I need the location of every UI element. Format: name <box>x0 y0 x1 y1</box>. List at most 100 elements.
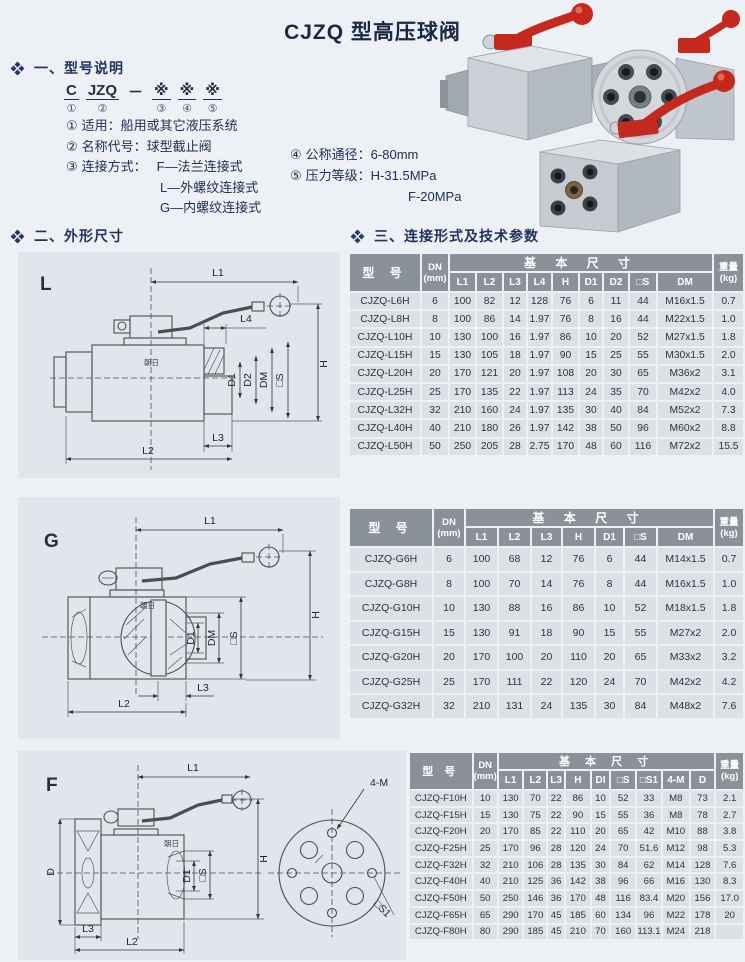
value-cell: M27x1.5 <box>658 329 712 346</box>
value-cell: 250 <box>498 891 523 906</box>
col-header-basic: 基 本 尺 寸 <box>498 753 715 769</box>
value-cell: 24 <box>504 402 526 419</box>
value-cell: 8 <box>596 572 623 595</box>
model-cell: CJZQ-F65H <box>410 907 472 923</box>
value-cell: 52 <box>625 597 656 620</box>
value-cell: 210 <box>450 402 475 419</box>
valve-body-side <box>527 57 593 141</box>
value-cell: M8 <box>662 807 689 823</box>
note-number: ④ <box>290 147 302 162</box>
value-cell: 130 <box>450 347 475 364</box>
value-cell: 76 <box>563 572 594 595</box>
col-header-dn: DN(mm) <box>473 753 497 789</box>
brand-mark: 朝日 <box>140 601 155 610</box>
value-cell: 4.2 <box>715 670 743 693</box>
col-header-dim: D1 <box>596 528 623 546</box>
value-cell: 7.6 <box>715 695 743 718</box>
value-cell: 44 <box>630 311 656 328</box>
flange-holes <box>550 164 598 216</box>
model-cell: CJZQ-F50H <box>410 891 472 906</box>
value-cell: 40 <box>604 402 628 419</box>
value-cell: 91 <box>499 621 530 644</box>
value-cell: 20 <box>580 365 602 382</box>
value-cell: 210 <box>450 420 475 437</box>
value-cell: 26 <box>504 420 526 437</box>
model-code-dash: － <box>126 84 145 101</box>
value-cell: 10 <box>434 597 464 620</box>
model-cell: CJZQ-G20H <box>350 646 432 669</box>
value-cell <box>716 924 743 940</box>
value-cell: 32 <box>473 857 497 873</box>
dim-label: L1 <box>204 515 216 527</box>
dim-label: DM <box>258 372 270 388</box>
value-cell: 8 <box>422 311 448 328</box>
value-cell: 210 <box>566 924 590 940</box>
note-text: 连接方式： <box>81 159 147 174</box>
port-end <box>440 80 448 108</box>
value-cell: 76 <box>553 293 578 310</box>
value-cell: 84 <box>625 695 656 718</box>
code-star: ※ <box>203 82 222 100</box>
value-cell: 98 <box>690 841 715 856</box>
model-cell: CJZQ-G15H <box>350 621 432 644</box>
value-cell: 44 <box>625 548 656 571</box>
model-cell: CJZQ-F25H <box>410 841 472 856</box>
value-cell: 1.97 <box>528 329 551 346</box>
value-cell: 86 <box>477 311 502 328</box>
value-cell: 1.0 <box>715 572 743 595</box>
value-cell: 100 <box>450 293 475 310</box>
code-letter: JZQ <box>85 82 120 100</box>
model-cell: CJZQ-F10H <box>410 791 472 806</box>
value-cell: 90 <box>563 621 594 644</box>
col-header-dim: L3 <box>548 771 564 789</box>
value-cell: M20 <box>662 891 689 906</box>
value-cell: 76 <box>553 311 578 328</box>
model-cell: CJZQ-G10H <box>350 597 432 620</box>
value-cell: 130 <box>498 791 523 806</box>
model-cell: CJZQ-G6H <box>350 548 432 571</box>
value-cell: 76 <box>563 548 594 571</box>
value-cell: 128 <box>528 293 551 310</box>
value-cell: 32 <box>422 402 448 419</box>
value-cell: 15.5 <box>714 438 743 455</box>
dimension-diagram-f: F L1 D D1 □S <box>18 751 406 960</box>
valve-body-side <box>617 149 681 233</box>
col-header-dn: DN(mm) <box>434 509 464 546</box>
model-code-part: C ① <box>64 82 79 115</box>
value-cell: 14 <box>532 572 561 595</box>
dim-label: DM <box>206 630 218 646</box>
value-cell: 3.8 <box>716 824 743 840</box>
value-cell: 205 <box>477 438 502 455</box>
value-cell: 20 <box>591 824 610 840</box>
value-cell: 170 <box>524 907 547 923</box>
dim-label: L2 <box>118 698 130 710</box>
product-photos <box>440 3 740 233</box>
value-cell: 7.6 <box>716 857 743 873</box>
value-cell: 38 <box>591 874 610 890</box>
value-cell: 24 <box>596 670 623 693</box>
handle-ball <box>713 70 735 92</box>
value-cell: 36 <box>637 807 661 823</box>
col-header-dim: L1 <box>466 528 497 546</box>
value-cell: 15 <box>422 347 448 364</box>
model-cell: CJZQ-F80H <box>410 924 472 940</box>
threaded-port <box>445 69 469 117</box>
view-label: G <box>44 531 59 552</box>
dimension-diagram-g: G L1 D1 DM <box>18 497 340 739</box>
dim-label: H <box>318 360 330 368</box>
note-number: ⑤ <box>290 168 302 183</box>
value-cell: 96 <box>611 874 635 890</box>
value-cell: 83.4 <box>637 891 661 906</box>
col-header-dim: □S <box>630 273 656 291</box>
value-cell: 15 <box>580 347 602 364</box>
model-cell: CJZQ-G32H <box>350 695 432 718</box>
